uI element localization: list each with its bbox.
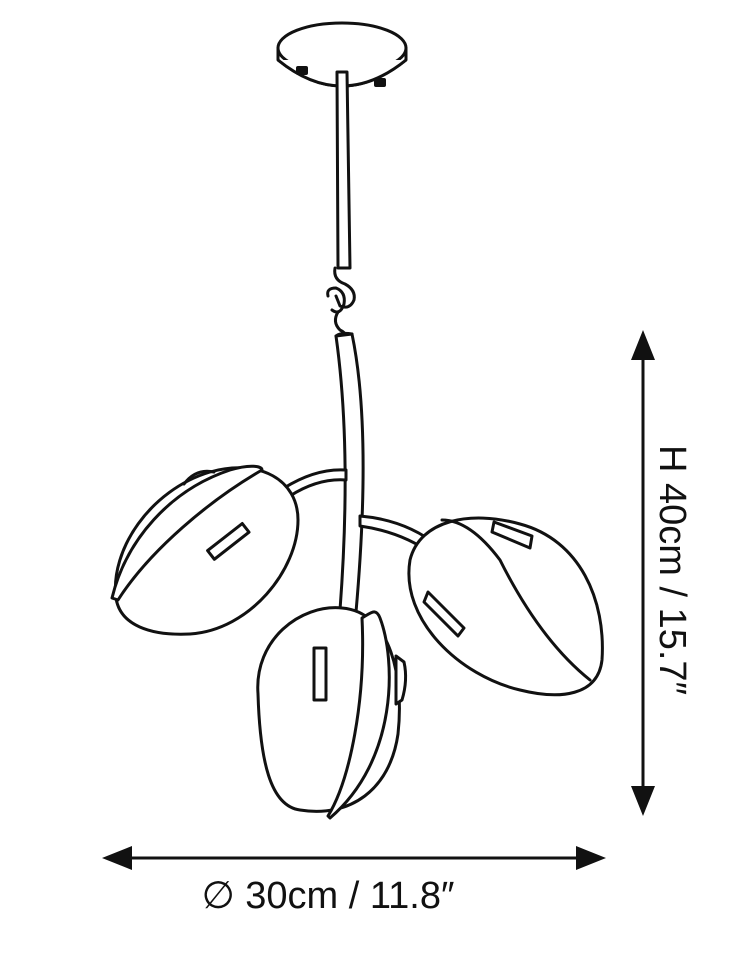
canopy-screw-left [296,66,308,75]
canopy-screw-right [374,78,386,87]
diameter-label: ∅ 30cm / 11.8″ [202,875,455,917]
height-arrow-bottom [631,786,655,816]
left-shade-slot [206,522,251,561]
right-shade [407,516,604,697]
height-dimension: H 40cm / 15.7″ [631,330,693,816]
left-shade [110,464,300,636]
diameter-arrow-right [576,846,606,870]
diameter-arrow-left [102,846,132,870]
height-label: H 40cm / 15.7″ [651,445,693,695]
suspension-rod [326,70,356,342]
left-arm [282,468,348,498]
height-arrow-top [631,330,655,360]
diameter-dimension: ∅ 30cm / 11.8″ [102,846,606,917]
front-shade [256,606,408,820]
front-shade-slot [312,646,328,702]
